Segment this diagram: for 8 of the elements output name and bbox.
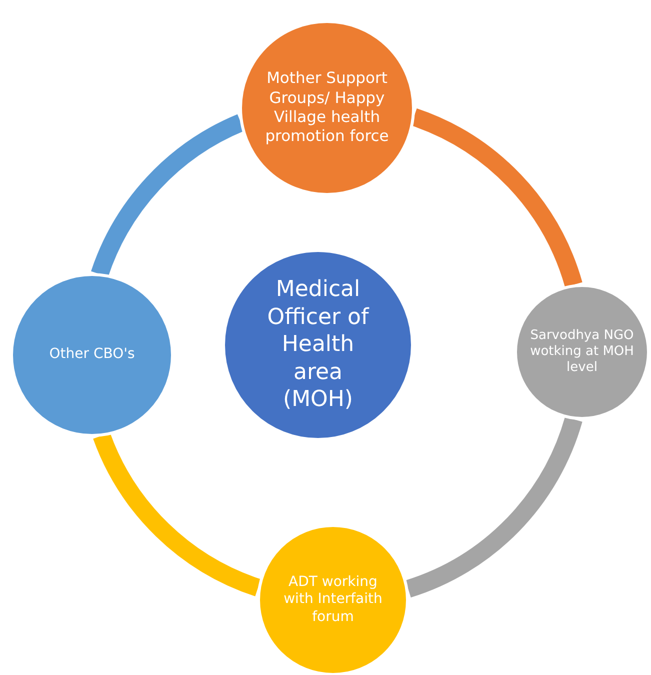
node-label: Sarvodhya NGO wotking at MOH level <box>529 328 635 376</box>
connector-arc <box>405 416 582 598</box>
node-label: Medical Officer of Health area (MOH) <box>266 276 370 414</box>
connector-arc <box>93 432 262 596</box>
node-label: Mother Support Groups/ Happy Village health promotion force <box>264 69 390 147</box>
connector-arc <box>410 108 582 288</box>
node-label: ADT working with Interfaith forum <box>282 574 384 626</box>
node-label: Other CBO's <box>49 346 135 364</box>
